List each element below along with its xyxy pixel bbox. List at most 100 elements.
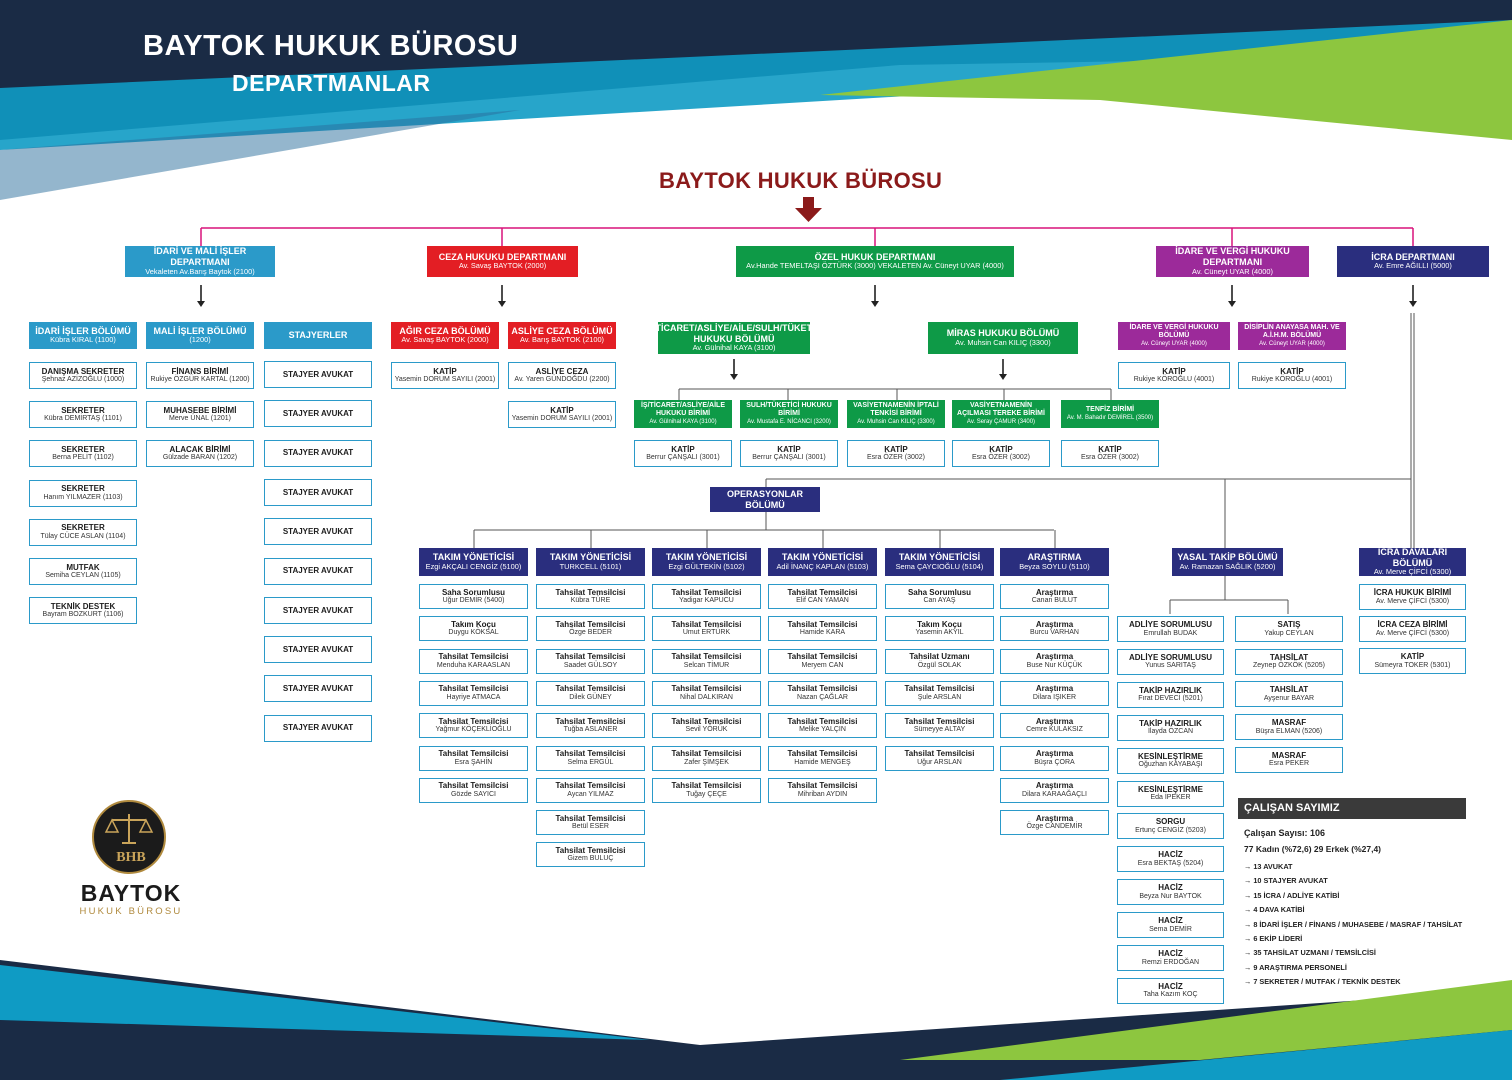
node-title: Araştırma (1035, 716, 1074, 726)
summary-item: → 13 AVUKAT (1244, 862, 1293, 871)
node-subtitle: Yasemin DORUM SAYILI (2001) (511, 415, 613, 423)
summary-item: → 4 DAVA KATİBİ (1244, 905, 1305, 915)
node-title: ASLİYE CEZA BÖLÜMÜ (511, 325, 613, 336)
node-subtitle: Zeynep ÖZKÖK (5205) (1253, 662, 1325, 670)
node-title: Tahsilat Temsilcisi (787, 587, 858, 597)
node-title: SEKRETER (61, 405, 105, 415)
node-subtitle: Rukiye KÖROĞLU (4001) (1133, 376, 1215, 384)
node-subtitle: Can AYAŞ (923, 597, 956, 605)
node-subtitle: Şule ARSLAN (917, 693, 962, 701)
node-subtitle: Av.Hande TEMELTAŞI ÖZTÜRK (3000) VEKALET… (746, 261, 1004, 271)
node-subtitle: Av. Muhsin Can KILIÇ (3300) (955, 337, 1051, 347)
node-title: ARAŞTIRMA (1027, 552, 1082, 563)
node-subtitle: Emrullah BUDAK (1143, 629, 1198, 637)
node-title: İCRA DAVALARI BÖLÜMÜ (1377, 548, 1448, 568)
node-subtitle: Av. Merve ÇİFCİ (5300) (1373, 567, 1452, 576)
node-subtitle: Kübra DEMİRTAŞ (1101) (44, 415, 122, 423)
node-subtitle: Av. Cüneyt UYAR (4000) (1259, 340, 1325, 347)
node-title: Tahsilat Temsilcisi (787, 749, 858, 758)
node-title: MALİ İŞLER BÖLÜMÜ (153, 325, 247, 336)
staff-box: STAJYER AVUKAT (264, 518, 372, 546)
node-title: Tahsilat Temsilcisi (438, 716, 509, 726)
node-title: Tahsilat Temsilcisi (671, 781, 742, 791)
node-subtitle: Av. Gülnihal KAYA (3100) (692, 343, 776, 353)
node-title: STAJYER AVUKAT (282, 448, 354, 458)
node-subtitle: Av. Muhsin Can KILIÇ (3300) (857, 418, 935, 425)
node-subtitle: Saadet GÜLSOY (563, 661, 618, 669)
node-subtitle: Burcu VARHAN (1030, 629, 1079, 637)
node-title: Araştırma (1035, 813, 1074, 823)
node-title: İDARE VE VERGİ HUKUKU DEPARTMANI (1175, 246, 1290, 268)
node-title: Tahsilat Temsilcisi (787, 781, 858, 791)
node-title: KESİNLEŞTİRME (1138, 751, 1203, 761)
node-subtitle: Sema DEMİR (1149, 925, 1192, 933)
node-subtitle: Taha Kazım KOÇ (1143, 991, 1198, 999)
node-subtitle: Semiha CEYLAN (1105) (45, 572, 121, 580)
node-title: TAKIM YÖNETİCİSİ (898, 552, 981, 563)
node-title: HACİZ (1158, 981, 1183, 991)
node-subtitle: Fırat DEVECİ (5201) (1138, 695, 1203, 703)
node-title: TAKIM YÖNETİCİSİ (665, 552, 748, 563)
node-title: Takım Koçu (451, 619, 496, 629)
node-title: Tahsilat Temsilcisi (555, 716, 626, 726)
node-title: İŞ/TİCARET/ASLİYE/AİLE/SULH/TÜKETİCİ HUK… (658, 322, 810, 344)
node-subtitle: Tuğba ASLANER (563, 726, 618, 734)
node-subtitle: Esra PEKER (1268, 760, 1310, 768)
node-title: ASLİYE CEZA (535, 366, 589, 376)
node-subtitle: Berrur ÇANŞALI (3001) (646, 454, 720, 462)
summary-gender: 77 Kadın (%72,6) 29 Erkek (%27,4) (1244, 844, 1382, 854)
node-subtitle: Yağmur KÖÇEKLİOĞLU (435, 726, 512, 734)
logo-initials: BHB (116, 850, 146, 865)
summary-item: → 35 TAHSİLAT UZMANI / TEMSİLCİSİ (1244, 948, 1376, 958)
node-subtitle: Hamide KARA (799, 629, 846, 637)
node-title: STAJYER AVUKAT (282, 605, 354, 615)
staff-box: STAJYER AVUKAT (264, 361, 372, 388)
node-title: TAKİP HAZIRLIK (1139, 718, 1202, 728)
node-subtitle: Remzi ERDOĞAN (1141, 958, 1200, 966)
node-title: STAJYER AVUKAT (282, 487, 354, 497)
summary-item: → 7 SEKRETER / MUTFAK / TEKNİK DESTEK (1244, 977, 1401, 987)
node-subtitle: Ezgi AKÇALI CENGİZ (5100) (425, 561, 522, 571)
logo-subtitle: HUKUK BÜROSU (79, 906, 183, 917)
unit-header: OPERASYONLAR BÖLÜMÜ (710, 487, 820, 512)
node-subtitle: Esra ÖZER (3002) (1081, 454, 1139, 462)
node-title: FİNANS BİRİMİ (171, 366, 229, 376)
node-title: Araştırma (1035, 587, 1074, 597)
node-subtitle: Yadigar KAPUCU (679, 597, 734, 605)
node-subtitle: Ezgi GÜLTEKİN (5102) (668, 561, 745, 571)
node-title: Tahsilat Temsilcisi (438, 781, 509, 791)
employee-summary: ÇALIŞAN SAYIMIZ Çalışan Sayısı: 106 77 K… (1238, 798, 1466, 992)
node-subtitle: TURKCELL (5101) (559, 561, 622, 571)
node-title: HACİZ (1158, 850, 1183, 860)
logo-name: BAYTOK (80, 880, 182, 906)
staff-box: STAJYER AVUKAT (264, 400, 372, 428)
node-title: STAJYER AVUKAT (282, 684, 354, 694)
node-subtitle: Av. M. Bahadır DEMİREL (3500) (1066, 414, 1154, 421)
node-title: SEKRETER (61, 444, 105, 454)
node-title: KATİP (1280, 366, 1304, 376)
